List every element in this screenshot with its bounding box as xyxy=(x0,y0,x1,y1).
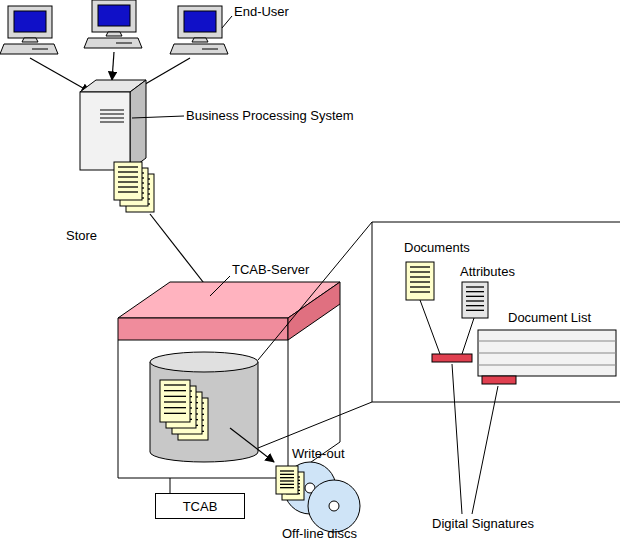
computer-icon xyxy=(84,0,142,48)
server-tower xyxy=(80,80,146,170)
link-line xyxy=(420,300,440,354)
label-text: Digital Signatures xyxy=(432,516,534,531)
system-box: TCAB xyxy=(155,493,245,519)
label-text: Store xyxy=(66,228,97,243)
link-line xyxy=(462,318,474,354)
flow-arrow xyxy=(230,428,274,462)
leader-line xyxy=(472,386,498,514)
label-text: End-User xyxy=(234,4,289,19)
flow-arrow xyxy=(112,52,114,80)
signature-mark xyxy=(482,376,516,384)
document-stack xyxy=(160,380,208,440)
server-slab xyxy=(118,282,340,340)
document-stack xyxy=(276,466,304,500)
leader-line xyxy=(452,364,462,514)
label-text: TCAB-Server xyxy=(232,262,309,277)
callout-panel xyxy=(258,222,620,448)
document-stack xyxy=(114,162,154,212)
flow-arrow xyxy=(30,58,90,92)
label-text: Attributes xyxy=(460,264,515,279)
label-text: Documents xyxy=(404,240,470,255)
leader-line xyxy=(222,16,232,28)
label-text: Business Processing System xyxy=(186,108,354,123)
signature-mark xyxy=(432,354,472,362)
box-label: TCAB xyxy=(183,499,218,514)
leader-line xyxy=(132,116,184,118)
computer-icon xyxy=(170,6,228,54)
label-text: Document List xyxy=(508,310,591,325)
document-icon xyxy=(406,262,434,300)
attributes-icon xyxy=(462,282,488,318)
document-list xyxy=(478,330,616,376)
label-text: Write-out xyxy=(292,446,345,461)
label-text: Off-line discs xyxy=(282,526,357,541)
leader-line xyxy=(210,276,230,296)
storage-cylinder xyxy=(150,352,258,462)
computer-icon xyxy=(0,6,58,54)
